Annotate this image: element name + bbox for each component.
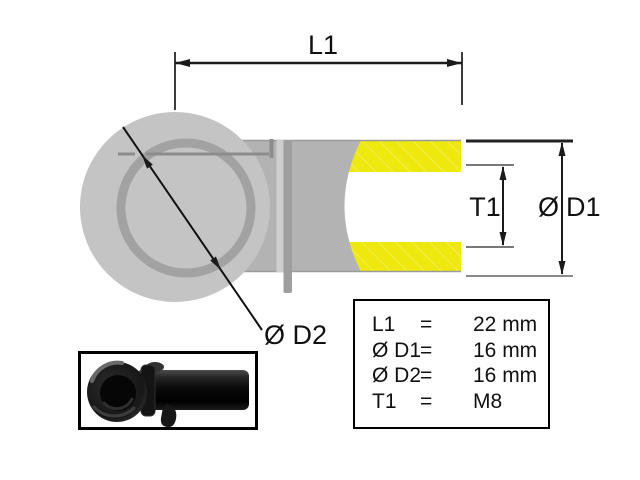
thread-core-white [336, 172, 461, 242]
t1-label: T1 [469, 192, 501, 222]
product-photo-inset [78, 351, 258, 430]
l1-label: L1 [308, 30, 338, 60]
spec-row-d1: Ø D1 = 16 mm [355, 338, 548, 364]
d1-symbol-label: Ø [538, 192, 559, 222]
retaining-pin [283, 140, 292, 293]
photo-eye-rim-highlight [90, 360, 124, 383]
d1-arrow-bottom [558, 261, 566, 275]
ball-eye-ring [116, 138, 256, 278]
spec-value: M8 [473, 389, 503, 413]
spec-value: 16 mm [473, 338, 538, 362]
l1-arrow-right [447, 59, 462, 67]
spec-label: Ø D1 [372, 338, 422, 362]
spec-equals: = [420, 338, 433, 362]
spec-row-l1: L1 = 22 mm [355, 312, 548, 338]
photo-eye-rim-shadow [92, 405, 136, 418]
d2-label: Ø D2 [264, 320, 327, 350]
spec-equals: = [420, 364, 433, 387]
photo-eye-hole [100, 375, 136, 411]
photo-clip-tab [160, 404, 177, 428]
dimension-spec-table: L1 = 22 mm Ø D1 = 16 mm Ø D2 = 16 mm T1 … [353, 299, 550, 429]
t1-arrow-top [499, 166, 507, 180]
d2-arrow-top [142, 155, 153, 169]
spec-row-t1: T1 = M8 [355, 389, 548, 415]
spec-label: L1 [372, 313, 396, 336]
spec-value: 16 mm [473, 364, 538, 387]
spec-equals: = [420, 389, 433, 413]
spec-label: Ø D2 [372, 364, 422, 387]
t1-arrow-bottom [499, 232, 507, 246]
l1-arrow-left [175, 59, 190, 67]
spec-equals: = [420, 313, 433, 336]
d1-name-label: D1 [566, 192, 601, 222]
d2-arrow-bottom [210, 256, 221, 270]
d1-arrow-top [558, 142, 566, 156]
spec-row-d2: Ø D2 = 16 mm [355, 363, 548, 389]
spec-label: T1 [372, 389, 397, 413]
photo-hole-highlight [102, 397, 134, 411]
spec-value: 22 mm [473, 313, 538, 336]
product-photo [81, 354, 255, 428]
flange-plate [276, 140, 284, 272]
photo-socket-tube [136, 370, 249, 410]
